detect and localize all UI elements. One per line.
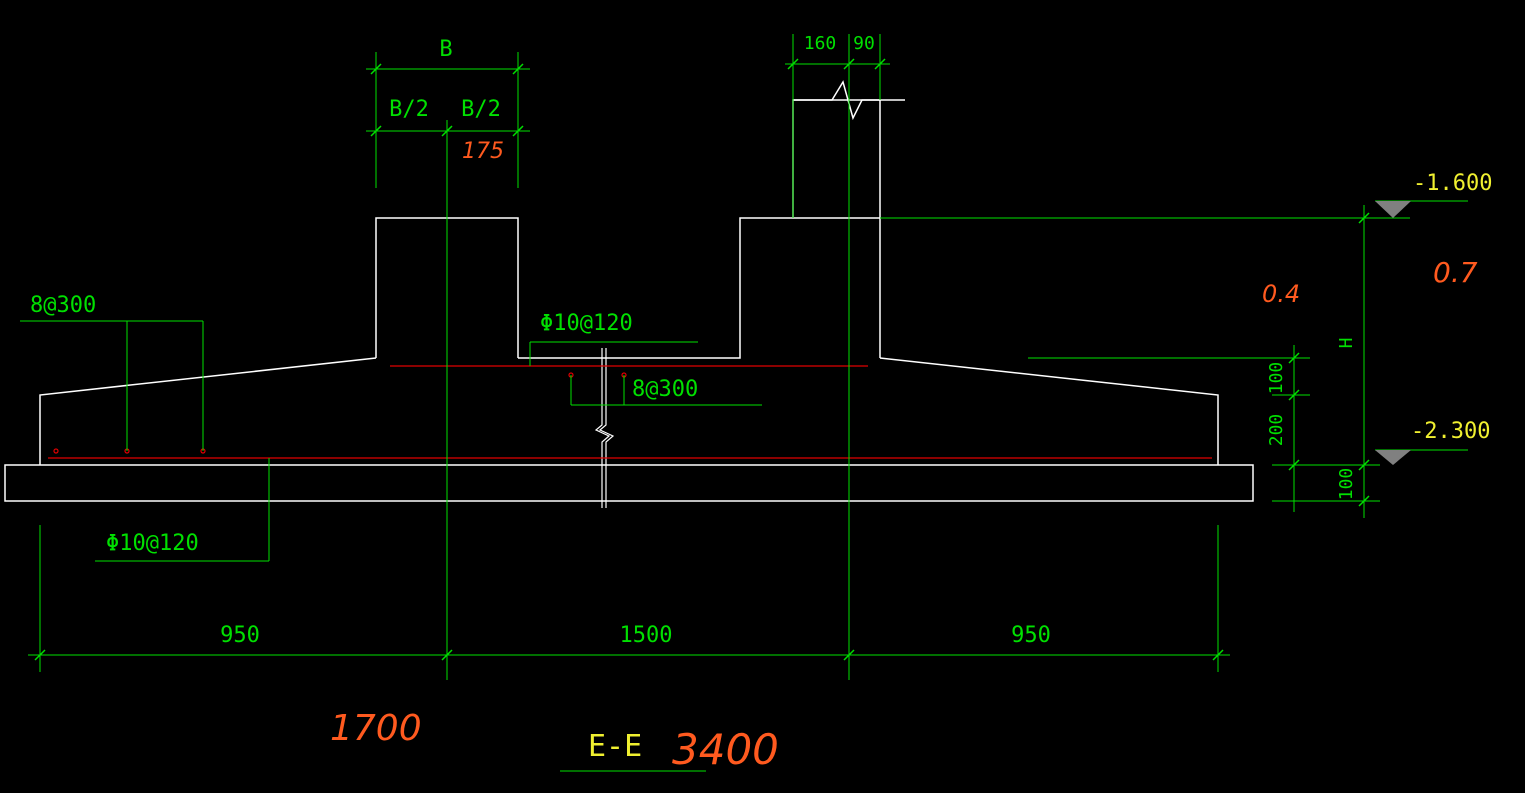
rebar-label-left-top: 8@300 xyxy=(30,293,96,318)
dim-950-left: 950 xyxy=(220,623,260,648)
handwritten-175: 175 xyxy=(462,139,504,164)
dim-100-top: 100 xyxy=(1266,362,1287,395)
elevation-markers xyxy=(1375,201,1411,465)
elevation-bottom: -2.300 xyxy=(1411,419,1490,444)
rebar-label-center-mid: 8@300 xyxy=(632,377,698,402)
handwritten-1700: 1700 xyxy=(330,708,422,749)
rebar-label-bottom: Φ10@120 xyxy=(106,531,199,556)
dim-100-bottom: 100 xyxy=(1336,468,1357,501)
dimension-ticks xyxy=(34,58,1370,661)
footing-outline xyxy=(4,80,1254,502)
handwritten-3400: 3400 xyxy=(672,725,779,774)
handwritten-0-4: 0.4 xyxy=(1262,280,1300,308)
handwritten-0-7: 0.7 xyxy=(1433,256,1478,289)
section-title: E-E xyxy=(588,729,642,764)
dim-950-right: 950 xyxy=(1011,623,1051,648)
rebar-lines xyxy=(48,365,1212,459)
elevation-marker-top xyxy=(1375,201,1411,218)
dim-160: 160 xyxy=(804,33,837,54)
elevation-top: -1.600 xyxy=(1413,171,1492,196)
rebar-label-center-top: Φ10@120 xyxy=(540,311,633,336)
dim-b: B xyxy=(439,37,452,62)
dim-h: H xyxy=(1336,338,1357,349)
dim-b-half-right: B/2 xyxy=(461,97,501,122)
elevation-marker-bottom xyxy=(1375,450,1411,465)
dim-200: 200 xyxy=(1266,414,1287,447)
dim-b-half-left: B/2 xyxy=(389,97,429,122)
dimension-lines xyxy=(20,34,1468,772)
dim-90: 90 xyxy=(853,33,875,54)
dim-1500: 1500 xyxy=(620,623,673,648)
break-line xyxy=(594,348,615,508)
